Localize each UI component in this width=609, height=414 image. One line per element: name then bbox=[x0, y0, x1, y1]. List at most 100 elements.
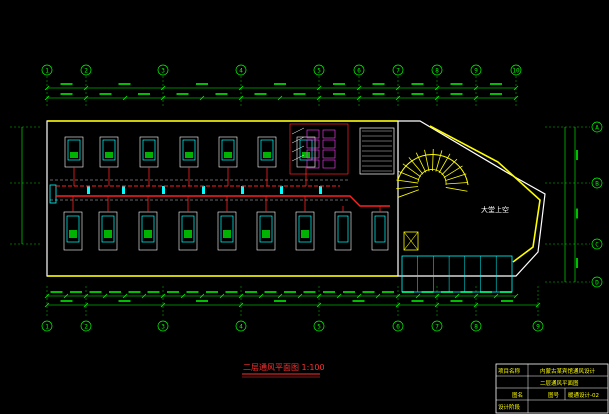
dim-row-bottom-1-text-mark bbox=[167, 291, 179, 293]
dim-row-bottom-2-tick bbox=[83, 302, 89, 308]
spiral-stair-tread bbox=[396, 179, 419, 184]
room-label-lobby: 大堂上空 bbox=[481, 205, 509, 214]
title-block-row3-left: 图名 bbox=[512, 391, 523, 399]
fan-coil-unit-south bbox=[220, 215, 234, 243]
title-block-sheet-name: 二层通风平面图 bbox=[540, 379, 579, 387]
toilet-core bbox=[289, 123, 349, 175]
dimension-lines bbox=[21, 83, 578, 308]
title-block-row3-mid: 图号 bbox=[548, 391, 560, 399]
dim-row-top-1-text-mark bbox=[450, 83, 463, 85]
dim-row-top-2-text-mark bbox=[60, 93, 73, 95]
axis-label-top: 1 bbox=[45, 68, 49, 75]
stair-tread-diag bbox=[291, 127, 305, 135]
dim-row-top-2-tick bbox=[160, 95, 166, 101]
axis-label-top: 10 bbox=[512, 68, 520, 75]
curtain-glazing bbox=[401, 255, 513, 293]
dim-row-top-2-text-mark bbox=[99, 93, 112, 95]
axis-bubble-top bbox=[510, 64, 522, 76]
dim-row-bottom-2-text-mark bbox=[501, 300, 513, 302]
axis-bubble-top bbox=[470, 64, 482, 76]
dim-row-bottom-1-tick bbox=[356, 293, 362, 299]
unit-diffuser-north bbox=[302, 152, 310, 158]
dim-row-bottom-2-tick bbox=[395, 302, 401, 308]
room-box-east bbox=[334, 211, 352, 251]
dim-row-bottom-1-text-mark bbox=[50, 291, 63, 293]
axis-label-bottom: 6 bbox=[396, 324, 400, 331]
fan-coil-unit-north bbox=[142, 139, 156, 161]
dim-row-bottom-1-tick bbox=[434, 293, 440, 299]
dim-row-bottom-1-tick bbox=[336, 293, 342, 299]
dim-row-bottom-2-tick bbox=[238, 302, 244, 308]
axis-label-right: B bbox=[595, 181, 599, 188]
dim-row-bottom-2-text-mark bbox=[118, 300, 131, 302]
dim-row-bottom-1-text-mark bbox=[225, 291, 238, 293]
dim-row-bottom-2-text-mark bbox=[450, 300, 463, 302]
dim-row-top-2-tick bbox=[44, 95, 50, 101]
fan-coil-unit-north bbox=[182, 139, 196, 161]
corridor-grille bbox=[122, 186, 125, 194]
dim-row-top-2-text-mark bbox=[215, 93, 228, 95]
dim-row-bottom-1-tick bbox=[375, 293, 381, 299]
spiral-stair-outer-rail bbox=[397, 154, 469, 186]
dim-row-bottom-2-tick bbox=[44, 302, 50, 308]
fan-coil-unit-east bbox=[374, 215, 386, 243]
axis-bubble-right bbox=[591, 177, 603, 189]
axis-label-bottom: 8 bbox=[474, 324, 478, 331]
unit-diffuser-north bbox=[145, 152, 153, 158]
dim-row-top-1-text-mark bbox=[333, 83, 345, 85]
unit-diffuser-south bbox=[301, 230, 309, 238]
toilet-stall bbox=[322, 129, 336, 139]
axis-label-top: 6 bbox=[357, 68, 361, 75]
axis-label-bottom: 4 bbox=[239, 324, 243, 331]
unit-diffuser-south bbox=[184, 230, 192, 238]
axis-label-top: 8 bbox=[435, 68, 439, 75]
dim-row-bottom-2-tick bbox=[535, 302, 541, 308]
dim-row-top-2-text-mark bbox=[450, 93, 463, 95]
dim-row-bottom-1-tick bbox=[160, 293, 166, 299]
fan-coil-unit-south bbox=[141, 215, 155, 243]
unit-diffuser-north bbox=[105, 152, 113, 158]
unit-diffuser-north bbox=[70, 152, 78, 158]
spiral-stair-tread bbox=[398, 189, 419, 198]
axis-bubble-right bbox=[591, 121, 603, 133]
axis-label-top: 3 bbox=[161, 68, 165, 75]
dim-row-bottom-1-tick bbox=[238, 293, 244, 299]
dim-row-bottom-1-tick bbox=[44, 293, 50, 299]
dim-row-bottom-1-tick bbox=[83, 293, 89, 299]
axis-bubble-top bbox=[157, 64, 169, 76]
dim-row-top-1-tick bbox=[473, 85, 479, 91]
corridor-grille bbox=[87, 186, 90, 194]
fan-coil-unit-south bbox=[298, 215, 312, 243]
dim-row-bottom-1-text-mark bbox=[303, 291, 316, 293]
room-box-east bbox=[371, 211, 389, 251]
dim-row-bottom-2-text-mark bbox=[274, 300, 286, 302]
dim-row-top-2-tick bbox=[356, 95, 362, 101]
dim-row-top-1-text-mark bbox=[274, 83, 286, 85]
dim-row-top-1-text-mark bbox=[118, 83, 131, 85]
dim-row-top-2-tick bbox=[513, 95, 519, 101]
axis-grid-lines bbox=[10, 76, 590, 318]
dim-row-top-2-text-mark bbox=[293, 93, 306, 95]
dim-row-bottom-1-tick bbox=[454, 293, 460, 299]
dim-row-bottom-1-text-mark bbox=[362, 291, 375, 293]
dim-row-top-2-tick bbox=[316, 95, 322, 101]
unit-diffuser-south bbox=[144, 230, 152, 238]
dim-row-top-2-tick bbox=[395, 95, 401, 101]
axis-bubble-bottom bbox=[41, 320, 53, 332]
dim-row-top-2-text-mark bbox=[372, 93, 385, 95]
fan-coil-unit-south bbox=[101, 215, 115, 243]
ventilation-units bbox=[49, 136, 389, 251]
dim-row-bottom-2-text-mark bbox=[196, 300, 208, 302]
dim-row-top-1-tick bbox=[356, 85, 362, 91]
elevator-cross-2 bbox=[403, 231, 419, 251]
axis-bubble-right bbox=[591, 238, 603, 250]
dim-row-bottom-1-tick bbox=[219, 293, 225, 299]
wing-outline bbox=[46, 120, 399, 277]
dim-row-top-2-tick bbox=[434, 95, 440, 101]
dim-right-text-mark bbox=[576, 258, 578, 268]
dim-right-text-mark bbox=[576, 208, 578, 219]
dim-row-bottom-1-tick bbox=[277, 293, 283, 299]
axis-bubble-bottom bbox=[470, 320, 482, 332]
dim-row-bottom-1-tick bbox=[63, 293, 69, 299]
